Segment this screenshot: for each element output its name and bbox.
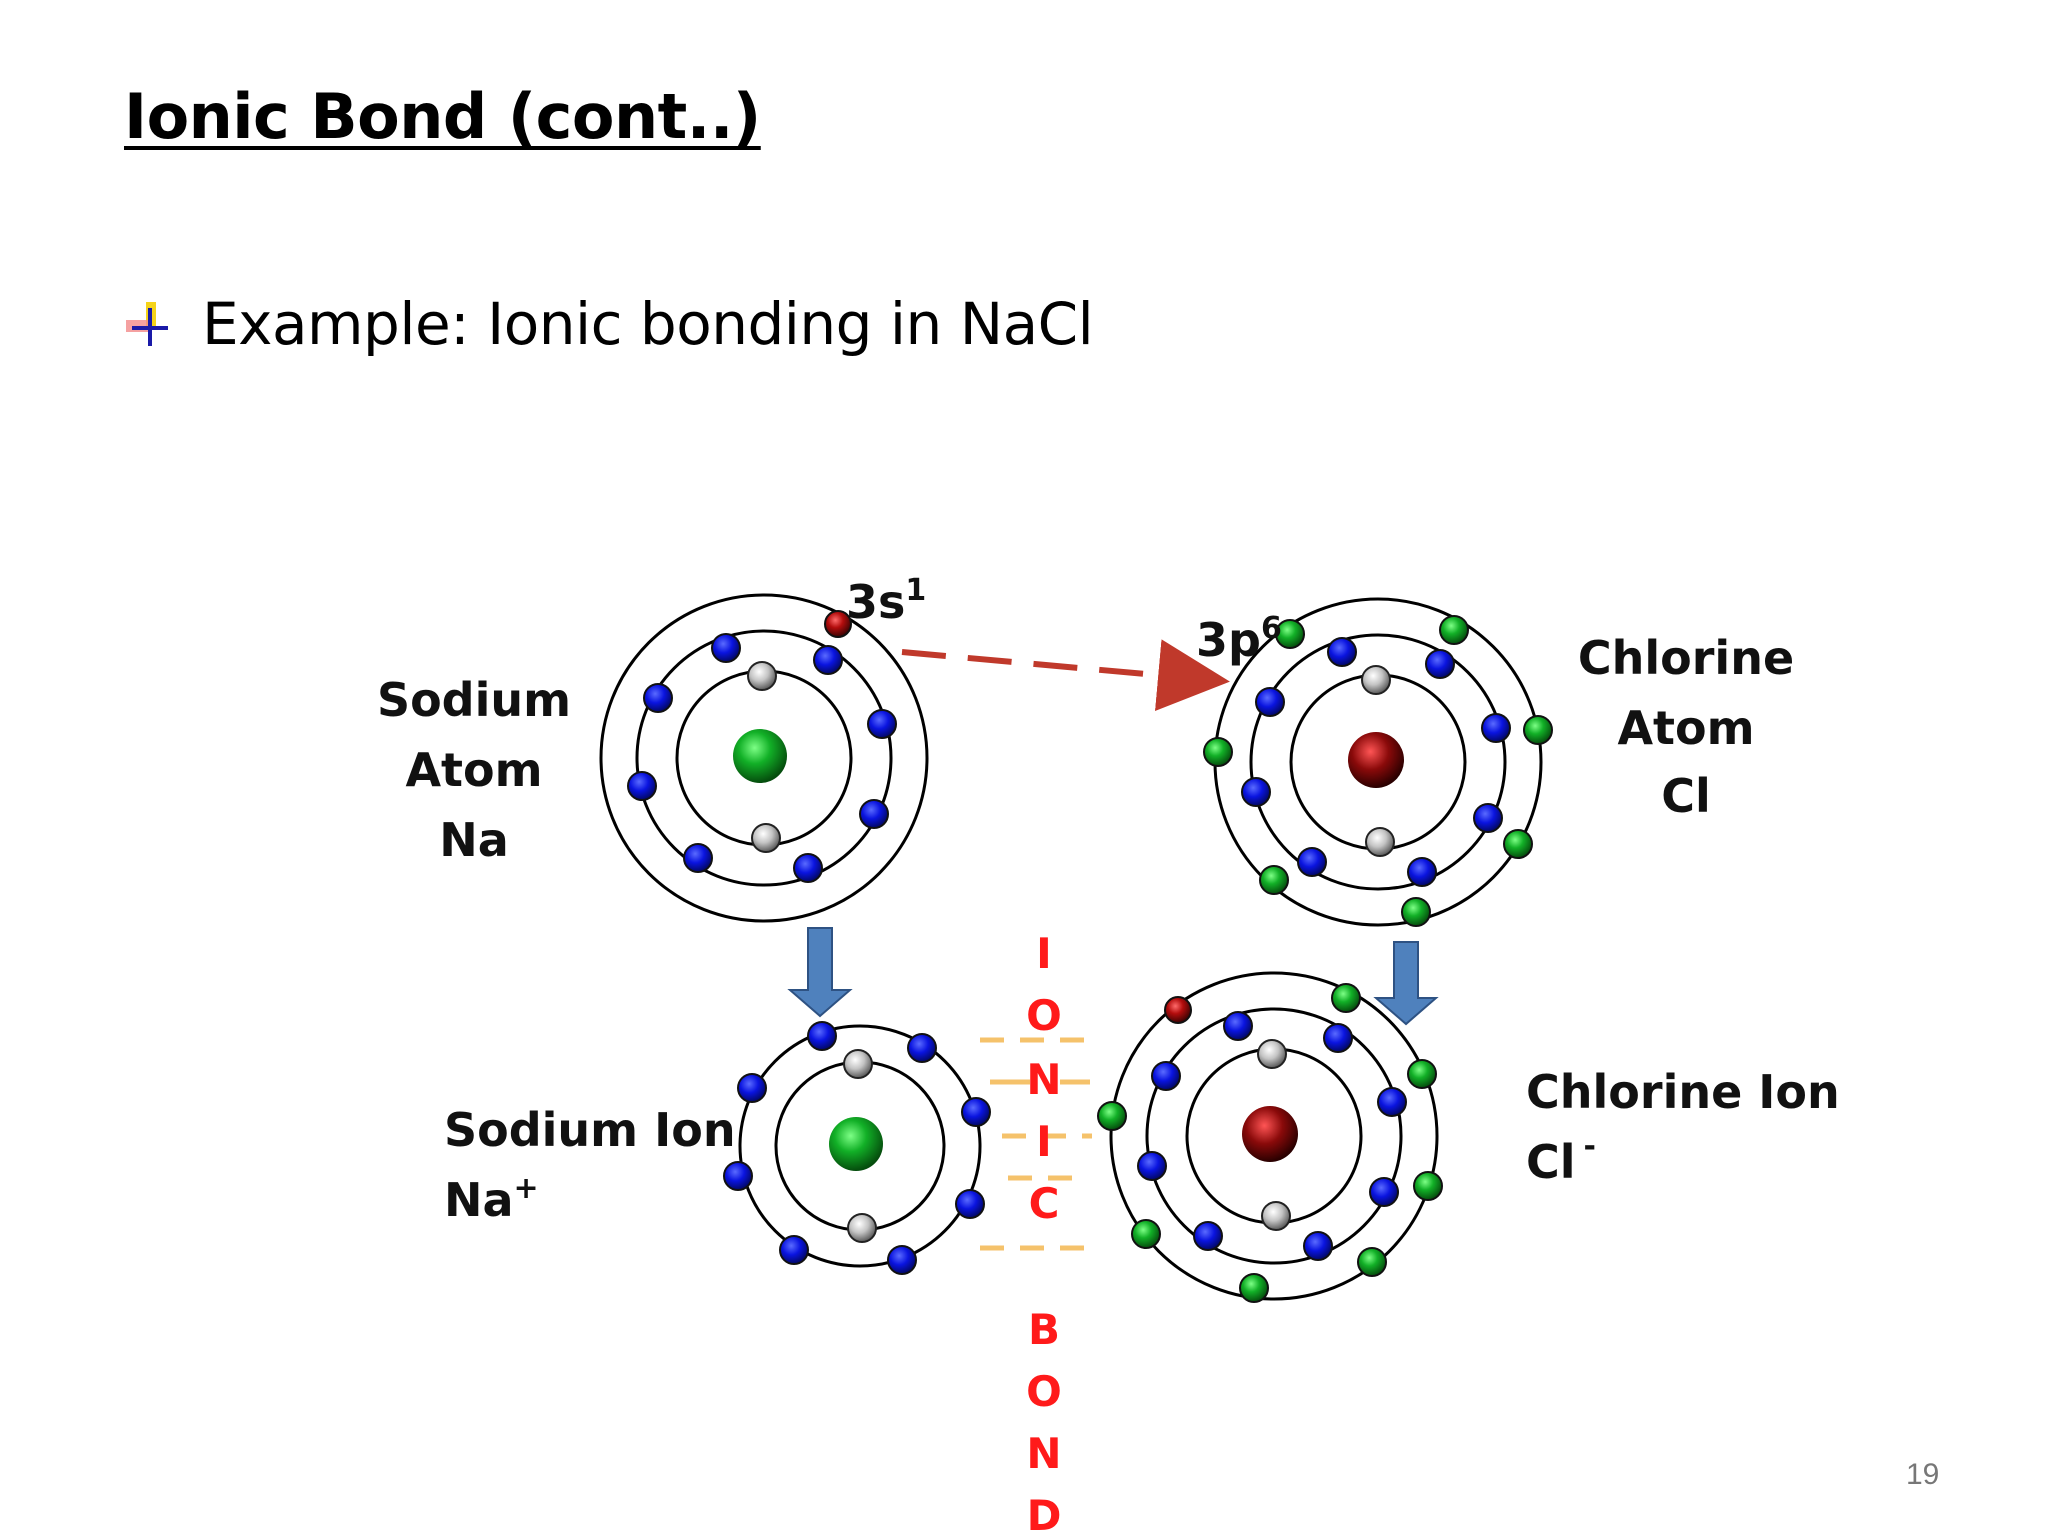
svg-text:Cl-: Cl- — [1526, 1129, 1596, 1189]
sodium-ion — [723, 1021, 991, 1275]
svg-text:Chlorine Ion: Chlorine Ion — [1526, 1065, 1840, 1119]
svg-text:B: B — [1028, 1305, 1060, 1354]
page-number: 19 — [1906, 1458, 1940, 1491]
sodium-inner-electrons — [747, 661, 781, 853]
sodium-valence-electron — [824, 610, 852, 638]
sodium-down-arrow — [787, 927, 853, 1018]
bullet-item: Example: Ionic bonding in NaCl — [124, 290, 1094, 358]
chlorine-ion-label: Chlorine Ion Cl- — [1526, 1065, 1840, 1189]
svg-text:Atom: Atom — [1617, 701, 1754, 755]
bullet-cross-icon — [124, 300, 172, 348]
svg-text:O: O — [1026, 991, 1062, 1040]
svg-text:Na: Na — [439, 813, 509, 867]
chlorine-inner-electrons — [1361, 665, 1395, 857]
svg-text:Chlorine: Chlorine — [1578, 631, 1794, 685]
svg-text:Cl: Cl — [1661, 769, 1711, 823]
svg-text:I: I — [1036, 929, 1052, 978]
svg-text:Sodium: Sodium — [377, 673, 571, 727]
chlorine-nucleus — [1348, 732, 1404, 788]
sodium-ion-inner-electrons — [843, 1049, 877, 1243]
chlorine-down-arrow — [1373, 941, 1439, 1026]
svg-text:N: N — [1026, 1055, 1061, 1104]
svg-text:I: I — [1036, 1117, 1052, 1166]
sodium-second-shell-electrons — [627, 633, 897, 883]
svg-text:Na+: Na+ — [444, 1171, 539, 1227]
chlorine-atom — [1203, 597, 1553, 927]
chlorine-second-shell-electrons — [1241, 637, 1511, 887]
sodium-ion-outer-electrons — [723, 1021, 991, 1275]
sodium-atom-label: Sodium Atom Na — [377, 673, 571, 867]
sodium-ion-nucleus — [829, 1117, 883, 1171]
svg-text:C: C — [1029, 1179, 1060, 1228]
ionic-bond-dashes — [980, 1037, 1094, 1251]
svg-text:D: D — [1027, 1491, 1062, 1536]
sodium-atom — [599, 593, 929, 923]
bullet-text: Example: Ionic bonding in NaCl — [202, 290, 1094, 358]
svg-text:O: O — [1026, 1367, 1062, 1416]
sodium-ion-label: Sodium Ion Na+ — [444, 1103, 736, 1227]
chlorine-ion-second-shell-electrons — [1137, 1011, 1407, 1261]
chlorine-ion-inner-electrons — [1257, 1039, 1291, 1231]
svg-text:Sodium Ion: Sodium Ion — [444, 1103, 736, 1157]
svg-text:N: N — [1026, 1429, 1061, 1478]
svg-text:Atom: Atom — [405, 743, 542, 797]
gained-electron — [1164, 996, 1192, 1024]
ionic-bond-vertical-text: I O N I C B O N D — [1026, 929, 1062, 1536]
chlorine-ion-nucleus — [1242, 1106, 1298, 1162]
chlorine-atom-label: Chlorine Atom Cl — [1578, 631, 1794, 823]
chlorine-ion — [1097, 971, 1443, 1303]
electron-transfer-arrow — [901, 639, 1230, 711]
orbital-3p-label: 3p6 — [1196, 611, 1282, 667]
orbital-3s-label: 3s1 — [846, 573, 926, 629]
slide-title: Ionic Bond (cont..) — [124, 80, 761, 153]
chlorine-outer-shell-electrons — [1203, 615, 1553, 927]
chlorine-ion-outer-shell-electrons — [1097, 983, 1443, 1303]
sodium-nucleus — [733, 729, 787, 783]
